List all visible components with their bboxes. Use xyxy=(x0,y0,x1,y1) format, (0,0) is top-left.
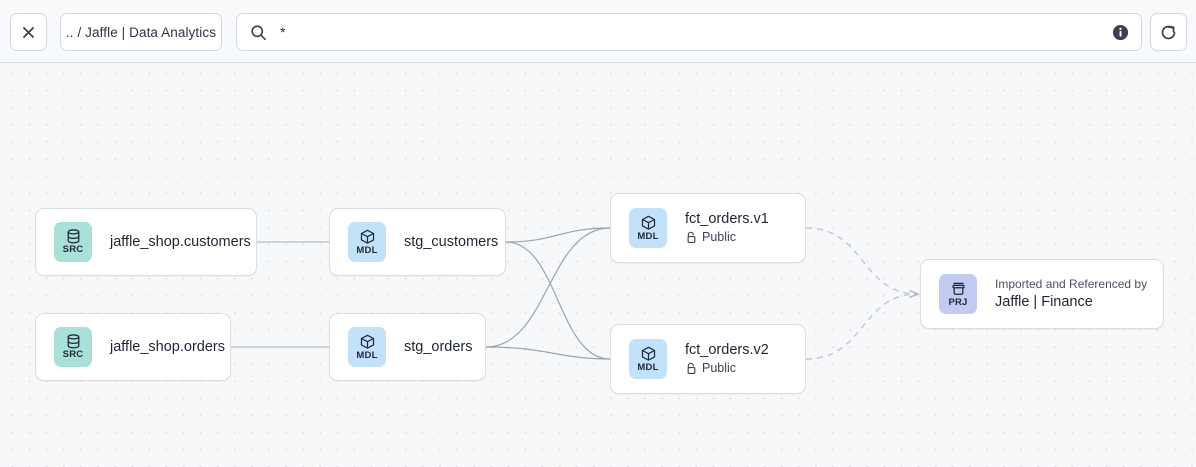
node-title: Jaffle | Finance xyxy=(995,293,1093,310)
badge-label: MDL xyxy=(356,244,378,256)
node-access: Public xyxy=(685,360,769,376)
badge-src: SRC xyxy=(54,222,92,262)
node-kicker: Imported and Referenced by xyxy=(995,276,1148,291)
badge-mdl: MDL xyxy=(629,339,667,379)
node-title: jaffle_shop.customers xyxy=(110,233,251,250)
node-title: stg_customers xyxy=(404,233,499,250)
lineage-canvas[interactable]: SRC jaffle_shop.customers SRC jaffle_sho… xyxy=(0,63,1196,467)
edge-v2-to-jaffle-finance xyxy=(805,294,918,360)
project-icon xyxy=(951,282,965,295)
node-jaffle-shop-customers[interactable]: SRC jaffle_shop.customers xyxy=(35,208,257,276)
node-text: stg_orders xyxy=(404,339,473,356)
search-value: * xyxy=(280,24,286,40)
badge-label: MDL xyxy=(356,349,378,361)
node-text: jaffle_shop.orders xyxy=(110,339,225,356)
badge-prj: PRJ xyxy=(939,274,977,314)
toolbar: .. / Jaffle | Data Analytics * xyxy=(0,0,1196,63)
node-text: jaffle_shop.customers xyxy=(110,234,251,251)
refresh-button[interactable] xyxy=(1150,13,1187,51)
badge-label: SRC xyxy=(62,244,84,256)
cube-icon xyxy=(360,334,374,349)
node-fct-orders-v2[interactable]: MDL fct_orders.v2 Public xyxy=(610,324,806,394)
badge-mdl: MDL xyxy=(348,327,386,367)
node-jaffle-shop-orders[interactable]: SRC jaffle_shop.orders xyxy=(35,313,231,381)
refresh-icon xyxy=(1161,25,1176,39)
node-access: Public xyxy=(685,229,769,245)
badge-label: MDL xyxy=(637,361,659,373)
database-icon xyxy=(67,334,79,349)
node-text: stg_customers xyxy=(404,234,498,251)
badge-label: MDL xyxy=(637,230,659,242)
node-title: fct_orders.v2 xyxy=(685,342,769,359)
badge-mdl: MDL xyxy=(348,222,386,262)
edge-stg-customers-to-v1 xyxy=(505,227,611,243)
edge-v1-to-jaffle-finance xyxy=(805,227,918,294)
breadcrumb[interactable]: .. / Jaffle | Data Analytics xyxy=(60,13,222,51)
node-title: stg_orders xyxy=(404,338,473,355)
unlock-icon xyxy=(687,232,696,244)
close-icon xyxy=(23,26,34,38)
badge-label: SRC xyxy=(62,349,84,361)
close-button[interactable] xyxy=(10,13,47,51)
node-stg-orders[interactable]: MDL stg_orders xyxy=(329,313,486,381)
node-fct-orders-v1[interactable]: MDL fct_orders.v1 Public xyxy=(610,193,806,263)
search-input[interactable]: * xyxy=(236,13,1142,51)
edge-stg-customers-to-v2 xyxy=(505,241,611,360)
node-text: Imported and Referenced by Jaffle | Fina… xyxy=(995,276,1148,311)
node-text: fct_orders.v2 Public xyxy=(685,342,769,375)
badge-label: PRJ xyxy=(948,296,968,308)
node-jaffle-finance[interactable]: PRJ Imported and Referenced by Jaffle | … xyxy=(920,259,1164,329)
node-access-label: Public xyxy=(702,229,737,244)
breadcrumb-label: .. / Jaffle | Data Analytics xyxy=(65,24,217,40)
cube-icon xyxy=(360,229,374,244)
badge-mdl: MDL xyxy=(629,208,667,248)
search-icon xyxy=(250,24,267,41)
info-icon[interactable] xyxy=(1112,24,1129,41)
node-access-label: Public xyxy=(702,360,737,375)
database-icon xyxy=(67,229,79,244)
node-title: jaffle_shop.orders xyxy=(110,338,226,355)
node-title: fct_orders.v1 xyxy=(685,211,769,228)
edge-stg-orders-to-v2 xyxy=(485,346,611,360)
unlock-icon xyxy=(687,363,696,375)
node-text: fct_orders.v1 Public xyxy=(685,211,769,244)
node-stg-customers[interactable]: MDL stg_customers xyxy=(329,208,506,276)
cube-icon xyxy=(641,346,655,361)
badge-src: SRC xyxy=(54,327,92,367)
cube-icon xyxy=(641,215,655,230)
